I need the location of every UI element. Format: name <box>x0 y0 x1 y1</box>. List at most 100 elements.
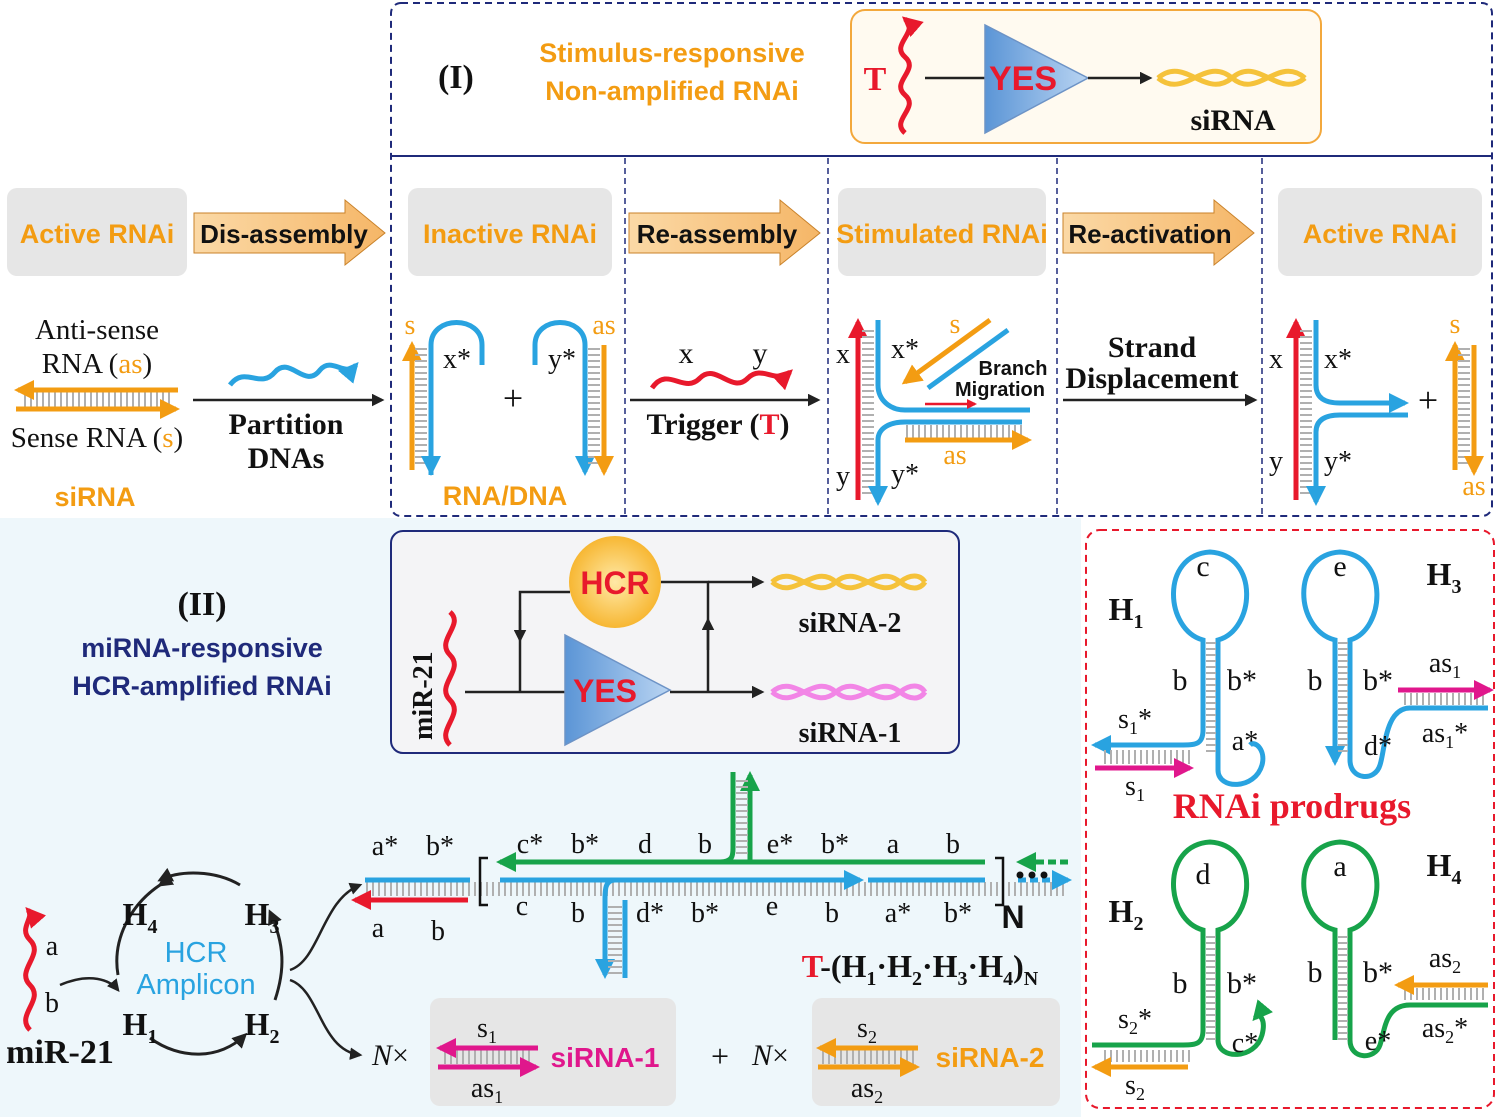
stage-box-stimulated <box>838 188 1046 276</box>
polymer-bottom-label: a* <box>885 898 911 929</box>
svg-text:+: + <box>711 1038 729 1074</box>
svg-text:miR-21: miR-21 <box>6 1034 114 1071</box>
svg-text:x*: x* <box>443 344 471 375</box>
svg-text:b: b <box>1173 664 1188 697</box>
polymer-top-label: d <box>638 829 652 860</box>
svg-text:b*: b* <box>1363 664 1393 697</box>
svg-text:as2: as2 <box>851 1073 883 1107</box>
sirna-caption: siRNA <box>54 482 135 512</box>
panel-1-label: (I) <box>438 59 474 96</box>
svg-text:H3: H3 <box>245 896 280 938</box>
svg-text:as1: as1 <box>1429 648 1461 682</box>
svg-text:Partition: Partition <box>229 408 344 441</box>
stage-box-active <box>7 188 187 276</box>
svg-text:y: y <box>836 461 850 492</box>
svg-text:s1: s1 <box>477 1013 497 1047</box>
hcr-yes-inset: miR-21 HCR YES siRNA-2 siRNA-1 <box>390 530 960 754</box>
svg-text:Trigger (T): Trigger (T) <box>646 408 789 441</box>
trigger-strand-group: x y Trigger (T) <box>630 337 821 441</box>
panel-2-title-line2: HCR-amplified RNAi <box>72 671 332 701</box>
polymer-bottom-label: b* <box>691 898 719 929</box>
rnai-prodrugs-panel: RNAi prodrugs H1 c b b* a* s1* s1 H3 e b <box>1085 529 1495 1109</box>
svg-text:RNA (as): RNA (as) <box>42 348 152 380</box>
svg-text:H2: H2 <box>245 1006 280 1048</box>
polymer-bottom-label: d* <box>636 898 664 929</box>
svg-text:c: c <box>1196 550 1209 583</box>
sirna-helix-icon <box>1156 68 1307 87</box>
svg-text:HCR: HCR <box>165 937 228 969</box>
svg-text:s: s <box>1450 309 1461 340</box>
svg-text:s: s <box>950 309 961 340</box>
sirna1-product: N× s1 as1 siRNA-1 <box>371 998 676 1107</box>
svg-text:e: e <box>1333 550 1346 583</box>
sirna-duplex: Anti-sense RNA (as) Sense RNA (s) siRNA <box>11 314 183 512</box>
svg-text:DNAs: DNAs <box>248 442 325 475</box>
svg-text:YES: YES <box>573 673 637 709</box>
svg-text:x*: x* <box>891 334 919 365</box>
polymer-bottom-label: e <box>766 891 778 922</box>
stage-label-stimulated: Stimulated RNAi <box>836 219 1048 249</box>
svg-text:b: b <box>1308 664 1323 697</box>
svg-text:siRNA-1: siRNA-1 <box>551 1042 660 1073</box>
polymer-bottom-label: c <box>516 891 528 922</box>
svg-text:y*: y* <box>891 459 919 490</box>
svg-text:y: y <box>1269 446 1283 477</box>
panel-1-frame <box>390 2 1493 517</box>
svg-text:as2*: as2* <box>1422 1013 1468 1047</box>
mir21-strand: a b miR-21 <box>6 906 120 1071</box>
svg-text:b*: b* <box>1363 956 1393 989</box>
yes-gate-triangle <box>984 23 1090 135</box>
hairpin-h2: H2 d b b* c* s2* s2 <box>1091 839 1273 1104</box>
svg-text:H4: H4 <box>1427 847 1462 889</box>
repeat-count: N <box>1001 899 1024 935</box>
panel-2: (II) miRNA-responsive HCR-amplified RNAi… <box>0 518 1081 1117</box>
svg-text:b: b <box>45 988 59 1019</box>
inset-mir-label: miR-21 <box>408 651 439 740</box>
svg-text:b: b <box>1173 967 1188 1000</box>
svg-text:s2*: s2* <box>1118 1004 1152 1038</box>
stage-label-active: Active RNAi <box>20 219 175 249</box>
svg-text:x: x <box>836 339 850 370</box>
svg-text:as2: as2 <box>1429 943 1461 977</box>
polymer-top-label: b* <box>821 829 849 860</box>
svg-text:x*: x* <box>1324 344 1352 375</box>
svg-text:d: d <box>1196 858 1211 891</box>
svg-text:s: s <box>405 310 416 341</box>
strand-displacement: Strand Displacement <box>1063 331 1258 407</box>
svg-text:as1*: as1* <box>1422 718 1468 752</box>
polymer-bottom-label: b <box>571 898 585 929</box>
svg-text:H3: H3 <box>1427 556 1462 598</box>
stage-box-active-end <box>1278 188 1482 276</box>
active-rnai-complex: x y x* y* + s as <box>1269 309 1486 506</box>
svg-text:H4: H4 <box>123 896 158 938</box>
svg-text:Strand: Strand <box>1108 331 1197 364</box>
panel-1-title-line2: Non-amplified RNAi <box>545 76 799 106</box>
trigger-strand <box>898 16 924 135</box>
hairpin-h1: H1 c b b* a* s1* s1 <box>1091 549 1266 805</box>
polymer-top-label: a* <box>372 831 398 862</box>
svg-text:x: x <box>1269 344 1283 375</box>
yes-gate-label: YES <box>989 60 1057 98</box>
hairpin-h3: H3 e b b* d* as1 as1* <box>1301 549 1494 779</box>
svg-text:N×: N× <box>371 1039 409 1072</box>
inset-yes-triangle <box>564 633 672 747</box>
svg-text:as1: as1 <box>471 1073 503 1107</box>
svg-text:as: as <box>592 310 615 341</box>
sirna-product-label: siRNA <box>1190 104 1275 137</box>
svg-text:Branch: Branch <box>979 358 1048 380</box>
polymer-top-label: b* <box>426 831 454 862</box>
panel-1-title-line1: Stimulus-responsive <box>539 38 805 68</box>
svg-text:Displacement: Displacement <box>1065 362 1238 395</box>
svg-text:N×: N× <box>751 1039 789 1072</box>
panel-2-title-line1: miRNA-responsive <box>81 633 323 663</box>
polymer-top-label: b <box>698 829 712 860</box>
polymer-top-label: c* <box>517 829 543 860</box>
svg-text:Sense RNA (s): Sense RNA (s) <box>11 422 183 454</box>
polymer-top-label: b* <box>571 829 599 860</box>
hcr-polymer: a* b* c* b* d b e* b* a b a b c b d* b* … <box>351 771 1072 990</box>
polymer-bottom-label: a <box>372 913 385 944</box>
inactive-rnai-complexes: s x* + y* as RNA/DNA <box>402 310 616 511</box>
polymer-bottom-label: b <box>825 898 839 929</box>
svg-text:siRNA-2: siRNA-2 <box>799 608 902 639</box>
svg-text:as: as <box>943 440 966 471</box>
